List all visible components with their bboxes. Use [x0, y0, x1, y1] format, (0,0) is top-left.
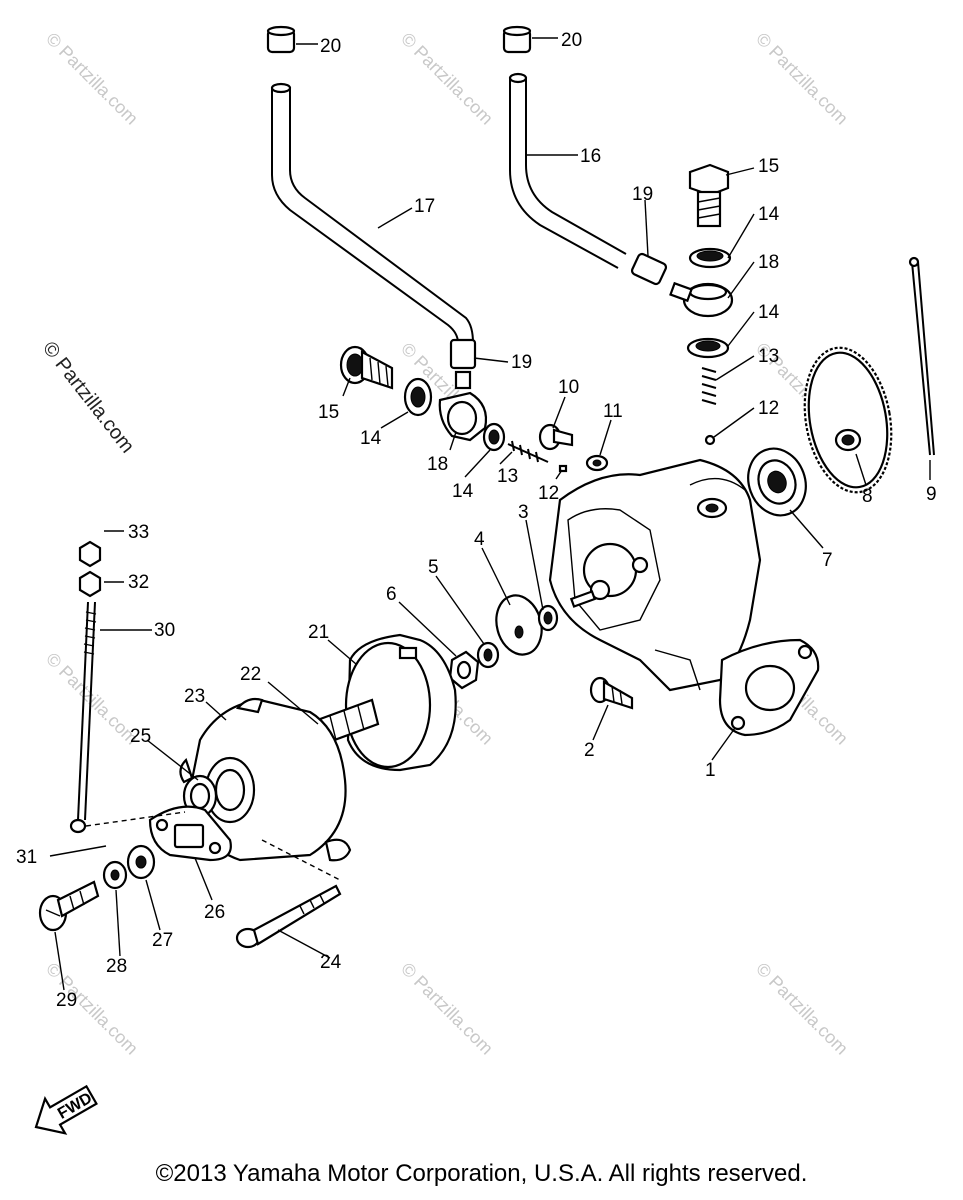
- callout-15: 15: [318, 402, 339, 423]
- callout-7: 7: [822, 550, 833, 571]
- cover-23: [179, 697, 352, 862]
- rotor-housing-21: [344, 633, 457, 772]
- callout-10: 10: [558, 377, 579, 398]
- banjo-stack-right: [669, 163, 734, 446]
- callout-4: 4: [474, 529, 485, 550]
- callout-12: 12: [538, 483, 559, 504]
- callout-13: 13: [758, 346, 779, 367]
- watermark: © Partzilla.com: [752, 29, 852, 129]
- bolt-10-washer-11: [538, 423, 609, 472]
- callout-29: 29: [56, 990, 77, 1011]
- callout-3: 3: [518, 502, 529, 523]
- callout-14: 14: [360, 428, 382, 449]
- callout-17: 17: [414, 196, 435, 217]
- callout-9: 9: [926, 484, 937, 505]
- hose-joint-19-right: [630, 252, 668, 286]
- callout-11: 11: [603, 401, 623, 422]
- watermark: © Partzilla.com: [752, 959, 852, 1059]
- fastener-stack-left: [38, 844, 156, 932]
- callout-14: 14: [758, 302, 780, 323]
- callout-15: 15: [758, 156, 779, 177]
- callout-30: 30: [154, 620, 175, 641]
- callout-25: 25: [130, 726, 151, 747]
- callout-27: 27: [152, 930, 173, 951]
- callout-13: 13: [497, 466, 518, 487]
- leader-lines: [49, 37, 931, 991]
- callout-8: 8: [862, 486, 873, 507]
- callout-19: 19: [632, 184, 653, 205]
- callout-18: 18: [427, 454, 448, 475]
- hose-17: [266, 25, 477, 390]
- watermark-side: © Partzilla.com: [38, 338, 138, 458]
- watermark: © Partzilla.com: [397, 29, 497, 129]
- plate-26: [148, 805, 232, 862]
- hose-joint-19-left: [449, 338, 477, 370]
- callout-1: 1: [705, 760, 716, 781]
- callout-12: 12: [758, 398, 779, 419]
- callout-20: 20: [320, 36, 341, 57]
- callout-19: 19: [511, 352, 532, 373]
- watermark: © Partzilla.com: [397, 959, 497, 1059]
- hose-16: [502, 25, 668, 286]
- callout-16: 16: [580, 146, 601, 167]
- gasket-1: [718, 638, 820, 737]
- callout-18: 18: [758, 252, 779, 273]
- callout-22: 22: [240, 664, 261, 685]
- cable-30: [69, 540, 341, 881]
- plate-washers: [448, 594, 559, 690]
- callout-31: 31: [16, 847, 37, 868]
- pump-body: [548, 458, 762, 692]
- callout-26: 26: [204, 902, 225, 923]
- callout-2: 2: [584, 740, 595, 761]
- callout-33: 33: [128, 522, 149, 543]
- callout-24: 24: [320, 952, 342, 973]
- callout-20: 20: [561, 30, 582, 51]
- bolt-24: [235, 884, 342, 949]
- callout-5: 5: [428, 557, 439, 578]
- callouts: 20 20 17 16 15 14 19 18 14 13 12 15 19 1…: [16, 30, 937, 1011]
- watermark: © Partzilla.com: [42, 29, 142, 129]
- callout-21: 21: [308, 622, 329, 643]
- gear-assembly: [747, 256, 935, 517]
- callout-32: 32: [128, 572, 149, 593]
- copyright-notice: ©2013 Yamaha Motor Corporation, U.S.A. A…: [155, 1160, 808, 1187]
- banjo-stack-left: [339, 345, 568, 473]
- callout-14: 14: [758, 204, 780, 225]
- callout-6: 6: [386, 584, 397, 605]
- fwd-arrow: FWD: [34, 1084, 98, 1135]
- callout-28: 28: [106, 956, 127, 977]
- hose-cap-20-left-top: [266, 25, 296, 37]
- bolt-2: [589, 676, 634, 710]
- callout-14: 14: [452, 481, 474, 502]
- callout-23: 23: [184, 686, 205, 707]
